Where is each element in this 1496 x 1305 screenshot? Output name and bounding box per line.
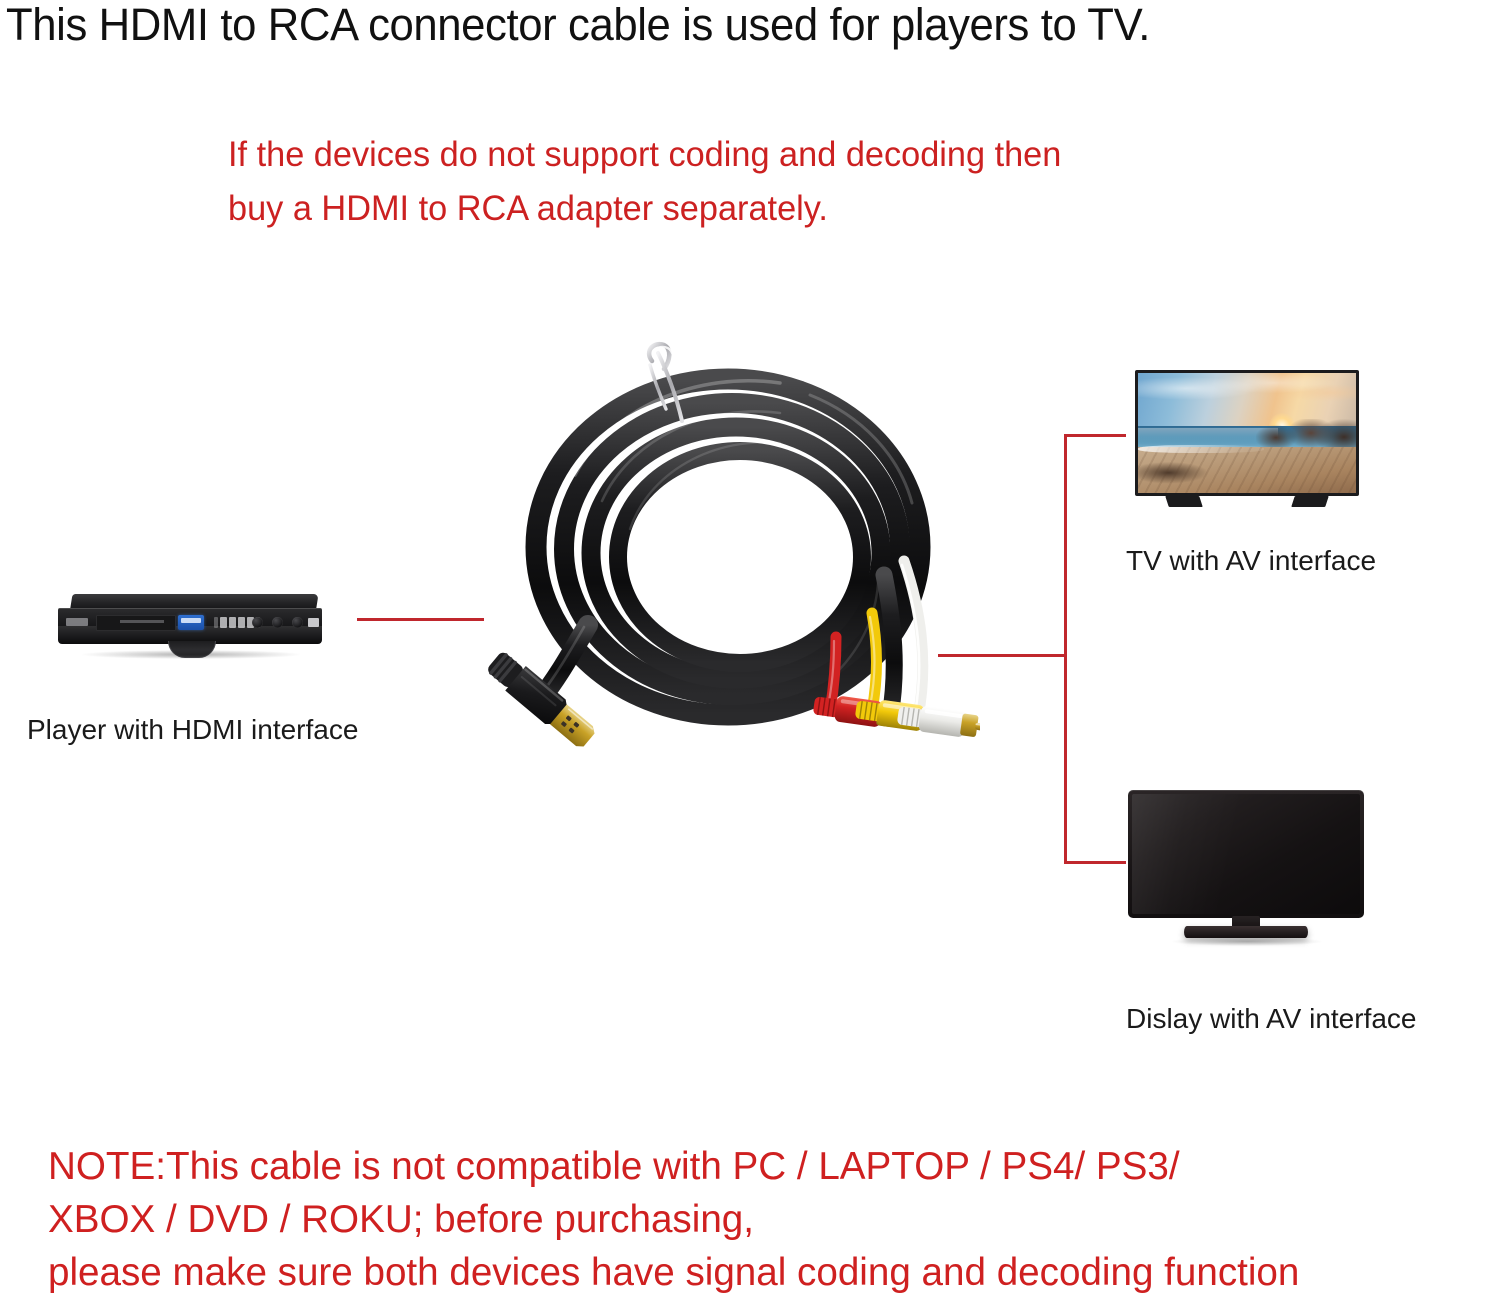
connector-line-player — [357, 618, 484, 621]
note-line-3: please make sure both devices have signa… — [48, 1251, 1300, 1294]
lcd-segment — [238, 617, 245, 628]
hdmi-to-rca-cable-image — [480, 325, 980, 865]
tv-stand-leg-left — [1165, 496, 1203, 507]
connector-bracket-arm-top — [1064, 434, 1126, 437]
player-button-1 — [252, 617, 263, 628]
player-drop-shadow — [82, 650, 300, 659]
blu-ray-logo-icon — [178, 615, 204, 630]
display-screen — [1132, 794, 1360, 914]
subnote-line-1: If the devices do not support coding and… — [228, 135, 1062, 174]
display-gloss-reflection — [1132, 794, 1289, 914]
connector-line-rca — [938, 654, 1066, 657]
display-bezel — [1128, 790, 1364, 918]
connector-bracket-arm-bottom — [1064, 861, 1126, 864]
tv-image — [1135, 370, 1359, 522]
display-image — [1128, 790, 1364, 950]
tv-scene-beach-texture — [1138, 447, 1356, 493]
display-drop-shadow — [1172, 937, 1322, 946]
note-line-2: XBOX / DVD / ROKU; before purchasing, — [48, 1198, 754, 1241]
blu-ray-player-image — [56, 594, 324, 659]
compatibility-subnote: If the devices do not support coding and… — [228, 128, 1306, 236]
caption-tv: TV with AV interface — [1126, 545, 1377, 576]
note-line-1: NOTE:This cable is not compatible with P… — [48, 1145, 1180, 1188]
tv-bezel — [1135, 370, 1359, 496]
rca-plug-white — [897, 706, 980, 737]
cable-coil — [525, 368, 931, 726]
lcd-segment — [229, 617, 236, 628]
player-disc-tray — [96, 615, 176, 631]
player-tray-label — [120, 620, 164, 623]
connector-bracket-spine — [1064, 434, 1067, 864]
caption-player: Player with HDMI interface — [27, 714, 359, 745]
lcd-segment — [220, 617, 227, 628]
player-button-2 — [272, 617, 283, 628]
player-brand-logo — [66, 618, 88, 626]
player-button-3 — [292, 617, 303, 628]
lcd-segment — [214, 617, 218, 628]
tv-scene-sea-glint — [1138, 428, 1278, 448]
display-stand-base — [1184, 926, 1308, 938]
caption-display: Dislay with AV interface — [1126, 1003, 1417, 1034]
compatibility-note: NOTE:This cable is not compatible with P… — [48, 1140, 1474, 1299]
cable-tie-icon — [646, 341, 684, 423]
player-usb-port — [308, 618, 319, 627]
rca-leads — [824, 555, 929, 726]
tv-stand-leg-right — [1291, 496, 1329, 507]
hdmi-connector — [488, 652, 595, 747]
subnote-line-2: buy a HDMI to RCA adapter separately. — [228, 189, 828, 228]
tv-scene-surf-foam — [1138, 445, 1265, 454]
page-title: This HDMI to RCA connector cable is used… — [6, 0, 1151, 50]
tv-screen — [1138, 373, 1356, 493]
tv-scene-rocks — [1255, 418, 1356, 450]
lcd-segment — [247, 617, 254, 628]
